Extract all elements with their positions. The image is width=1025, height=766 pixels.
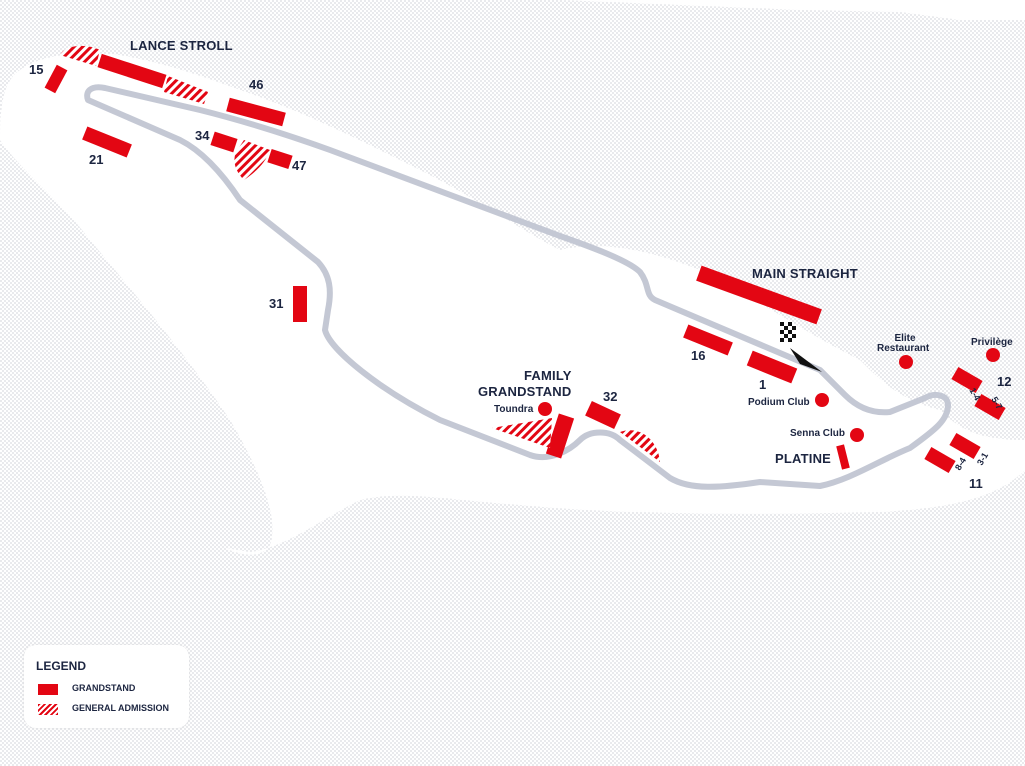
- grandstand-lance-stroll[interactable]: [97, 53, 167, 89]
- grandstand-16[interactable]: [683, 324, 733, 356]
- grandstand-platine[interactable]: [836, 444, 850, 470]
- label-stand-31: 31: [269, 296, 284, 311]
- label-stand-47: 47: [292, 158, 307, 173]
- label-platine: PLATINE: [775, 451, 832, 466]
- privilege-marker[interactable]: [986, 348, 1000, 362]
- grandstand-15[interactable]: [44, 64, 68, 94]
- label-stand-34: 34: [195, 128, 210, 143]
- grandstand-31[interactable]: [293, 286, 307, 322]
- label-stand-15: 15: [29, 62, 44, 77]
- general-admission-family[interactable]: [492, 418, 552, 448]
- general-admission-lance-stroll-east[interactable]: [164, 76, 208, 104]
- label-restaurant: Restaurant: [877, 343, 930, 354]
- elite-restaurant-marker[interactable]: [899, 355, 913, 369]
- label-elite: Elite: [894, 333, 916, 344]
- label-stand-32: 32: [603, 389, 618, 404]
- senna-club-marker[interactable]: [850, 428, 864, 442]
- label-privilege: Privilège: [971, 337, 1013, 348]
- label-grandstand: GRANDSTAND: [478, 384, 572, 399]
- legend-general-admission-label: GENERAL ADMISSION: [72, 703, 170, 713]
- label-stand-21: 21: [89, 152, 104, 167]
- grandstand-family[interactable]: [545, 413, 575, 459]
- island-area: [0, 53, 1025, 555]
- grandstand-11-a[interactable]: [924, 446, 956, 474]
- legend-title: LEGEND: [36, 659, 87, 673]
- grandstand-21[interactable]: [82, 126, 132, 158]
- label-stand-12: 12: [997, 374, 1012, 389]
- label-family: FAMILY: [524, 368, 572, 383]
- legend-grandstand-swatch: [38, 684, 58, 695]
- legend-panel: LEGEND GRANDSTAND GENERAL ADMISSION: [24, 645, 189, 728]
- general-admission-32[interactable]: [620, 430, 660, 462]
- grandstand-32[interactable]: [585, 400, 621, 430]
- grandstand-47[interactable]: [267, 148, 293, 170]
- general-admission-34[interactable]: [234, 140, 270, 180]
- grandstand-12-b[interactable]: [974, 393, 1006, 421]
- grandstand-34[interactable]: [210, 131, 238, 153]
- grandstand-11-b[interactable]: [949, 432, 981, 460]
- podium-club-marker[interactable]: [815, 393, 829, 407]
- label-main-straight: MAIN STRAIGHT: [752, 266, 858, 281]
- direction-arrow-icon: [790, 348, 822, 372]
- label-senna-club: Senna Club: [790, 428, 846, 439]
- race-track: [84, 84, 951, 490]
- grandstand-1[interactable]: [746, 350, 798, 384]
- grandstand-12-a[interactable]: [951, 366, 983, 394]
- legend-grandstand-label: GRANDSTAND: [72, 683, 136, 693]
- legend-general-admission-swatch: [38, 704, 58, 715]
- grandstand-main-straight[interactable]: [696, 265, 822, 325]
- label-stand-11: 11: [969, 476, 983, 491]
- river-area: [0, 0, 1025, 20]
- checkered-flag-icon: [780, 322, 796, 342]
- label-lance-stroll: LANCE STROLL: [130, 38, 233, 53]
- grandstand-46[interactable]: [226, 97, 286, 127]
- toundra-marker[interactable]: [538, 402, 552, 416]
- label-stand-1: 1: [759, 377, 767, 392]
- label-toundra: Toundra: [494, 404, 534, 415]
- general-admission-lance-stroll-west[interactable]: [60, 45, 100, 66]
- label-podium-club: Podium Club: [748, 397, 810, 408]
- label-stand-46: 46: [249, 77, 264, 92]
- label-stand-16: 16: [691, 348, 706, 363]
